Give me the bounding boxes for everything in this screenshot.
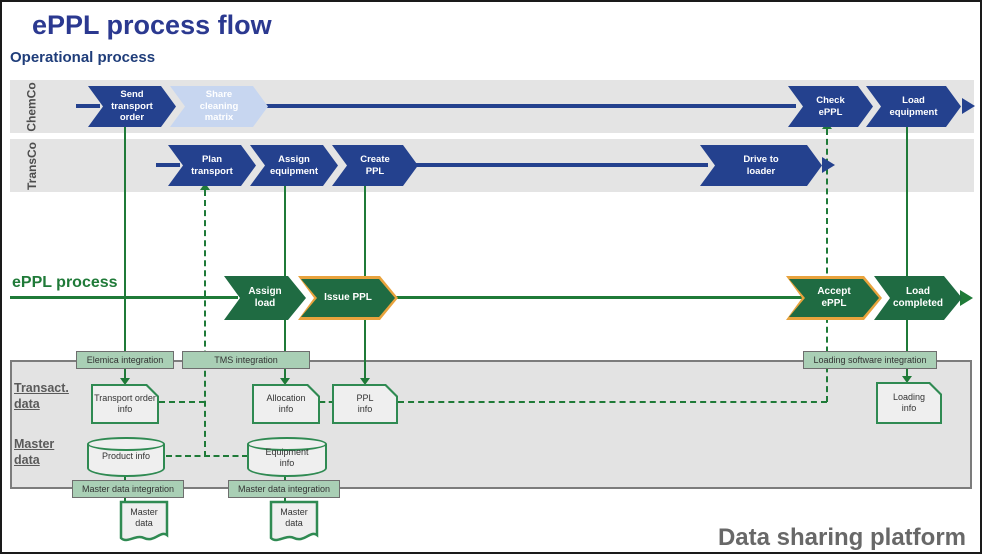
connector-dashed-to-check-eppl	[826, 129, 828, 402]
card-ppl-info: PPL info	[332, 384, 398, 424]
operational-process-label: Operational process	[10, 49, 156, 66]
step-accept-eppl: Accept ePPL	[786, 276, 882, 320]
chemco-flow-line-start	[76, 104, 100, 108]
cylinder-equipment-info: Equipment info	[247, 437, 327, 477]
step-load-completed: Load completed	[874, 276, 962, 320]
eppl-process-label: ePPL process	[12, 274, 118, 291]
chemco-flow-arrowhead-icon	[962, 98, 975, 114]
connector-dashed-to-plan-transport	[204, 190, 206, 457]
integration-master-data-1: Master data integration	[72, 480, 184, 498]
connector-dashed-product-equipment	[166, 455, 248, 457]
eppl-flow-arrowhead-icon	[960, 290, 973, 306]
cylinder-product-info: Product info	[87, 437, 165, 477]
doc-master-data-2: Master data	[269, 500, 319, 546]
step-drive-to-loader: Drive to loader	[700, 145, 822, 186]
transco-flow-line-start	[156, 163, 180, 167]
connector-dashed-ppl-info-to-loading	[398, 401, 827, 403]
document-shape-icon	[269, 500, 319, 542]
transact-data-label: Transact. data	[14, 381, 69, 412]
integration-loading-software: Loading software integration	[803, 351, 937, 369]
arrow-down-allocation-info-icon	[280, 378, 290, 385]
arrow-down-transport-info-icon	[120, 378, 130, 385]
doc-master-data-1: Master data	[119, 500, 169, 546]
eppl-flow-line-mid	[394, 296, 802, 299]
step-load-equipment: Load equipment	[866, 86, 961, 127]
card-transport-order-info: Transport order info	[91, 384, 159, 424]
connector-send-order-to-transport-info	[124, 124, 126, 382]
step-issue-ppl: Issue PPL	[298, 276, 398, 320]
integration-tms: TMS integration	[182, 351, 310, 369]
card-loading-info: Loading info	[876, 382, 942, 424]
integration-master-data-2: Master data integration	[228, 480, 340, 498]
step-check-eppl: Check ePPL	[788, 86, 873, 127]
master-data-label: Master data	[14, 437, 55, 468]
card-allocation-info: Allocation info	[252, 384, 320, 424]
document-shape-icon	[119, 500, 169, 542]
lane-chemco-label: ChemCo	[25, 81, 39, 132]
arrow-down-loading-info-icon	[902, 376, 912, 383]
lane-transco-label: TransCo	[25, 141, 40, 190]
arrow-up-plan-transport-icon	[200, 183, 210, 190]
arrow-down-ppl-info-icon	[360, 378, 370, 385]
page-title: ePPL process flow	[32, 10, 272, 40]
data-sharing-platform-box	[10, 360, 972, 489]
transco-flow-arrowhead-icon	[822, 157, 835, 173]
integration-elemica: Elemica integration	[76, 351, 174, 369]
chemco-flow-line-mid	[264, 104, 796, 108]
connector-dashed-allocation-ppl	[320, 401, 334, 403]
transco-flow-line-mid	[414, 163, 708, 167]
connector-load-equipment-to-loading-info	[906, 124, 908, 378]
step-share-cleaning-matrix: Share cleaning matrix	[170, 86, 268, 127]
connector-dashed-transport-info	[159, 401, 205, 403]
data-sharing-platform-label: Data sharing platform	[717, 524, 966, 551]
